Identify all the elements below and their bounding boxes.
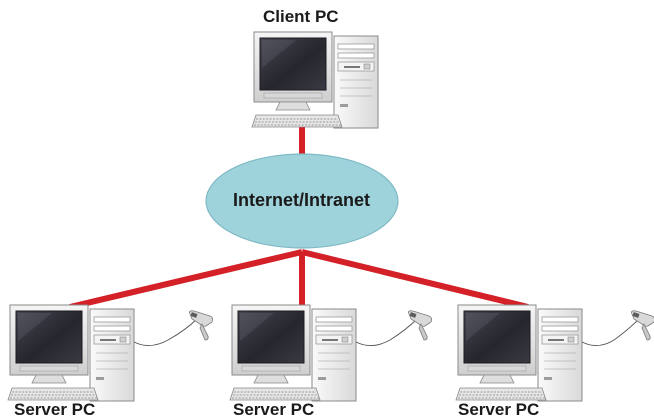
server-pc-icon-3 xyxy=(455,304,583,402)
server-pc-label-2: Server PC xyxy=(233,400,315,419)
scanner-cable-3 xyxy=(581,317,641,346)
network-cloud xyxy=(205,153,399,249)
client-pc-icon xyxy=(251,31,379,129)
server-pc-label-1: Server PC xyxy=(14,400,96,419)
network-label: Internet/Intranet xyxy=(233,190,371,210)
server-pc-label-3: Server PC xyxy=(458,400,540,419)
barcode-scanner-icon-3 xyxy=(631,310,654,341)
server-pc-icon-2 xyxy=(229,304,357,402)
barcode-scanner-icon-2 xyxy=(408,310,433,341)
server-link-right xyxy=(301,249,529,310)
scanner-cable-1 xyxy=(133,317,199,346)
scanner-cable-2 xyxy=(355,317,419,346)
client-pc-label: Client PC xyxy=(263,7,339,26)
server-pc-icon-1 xyxy=(7,304,135,402)
server-link-left xyxy=(69,249,303,310)
barcode-scanner-icon-1 xyxy=(189,310,214,341)
